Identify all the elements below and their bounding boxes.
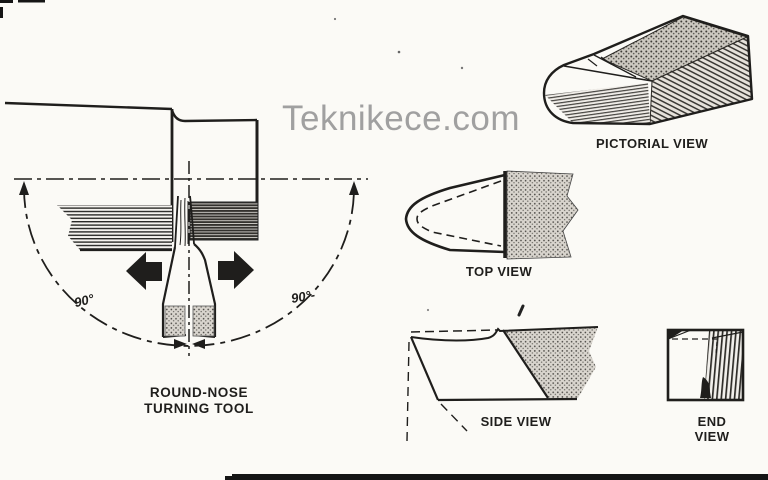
end-view-label-line1: END <box>697 414 727 429</box>
main-figure-caption: ROUND-NOSE TURNING TOOL <box>144 385 254 417</box>
main-figure-caption-line2: TURNING TOOL <box>144 401 254 416</box>
end-view-label: END VIEW <box>695 414 730 444</box>
tool-bit-drawing <box>161 161 217 356</box>
side-view-hidden-line-diagonal <box>440 403 468 432</box>
pictorial-view-drawing <box>542 14 754 126</box>
arc-arrowhead-left-icon <box>19 181 29 195</box>
arc-bottom-arrowhead-right-icon <box>192 339 205 349</box>
workpiece-drawing <box>4 101 368 252</box>
feed-left-arrow-icon <box>126 252 162 290</box>
top-view-hidden-line <box>416 180 502 247</box>
watermark: Teknikece.com <box>282 99 520 138</box>
arc-arrowhead-right-icon <box>349 181 359 195</box>
end-view-label-line2: VIEW <box>694 429 730 444</box>
top-view-label: TOP VIEW <box>465 264 533 279</box>
arc-bottom-arrowhead-left-icon <box>174 339 187 349</box>
swing-arc <box>19 181 359 349</box>
main-figure-caption-line1: ROUND-NOSE <box>149 385 249 400</box>
side-view-hidden-line-vertical <box>406 341 410 442</box>
side-view-label: SIDE VIEW <box>480 414 552 429</box>
feed-direction-arrows <box>126 251 254 290</box>
top-view-drawing <box>404 170 579 260</box>
pictorial-view-label: PICTORIAL VIEW <box>595 136 709 151</box>
side-view-drawing <box>406 326 599 442</box>
feed-right-arrow-icon <box>218 251 254 289</box>
end-view-drawing <box>666 328 745 402</box>
